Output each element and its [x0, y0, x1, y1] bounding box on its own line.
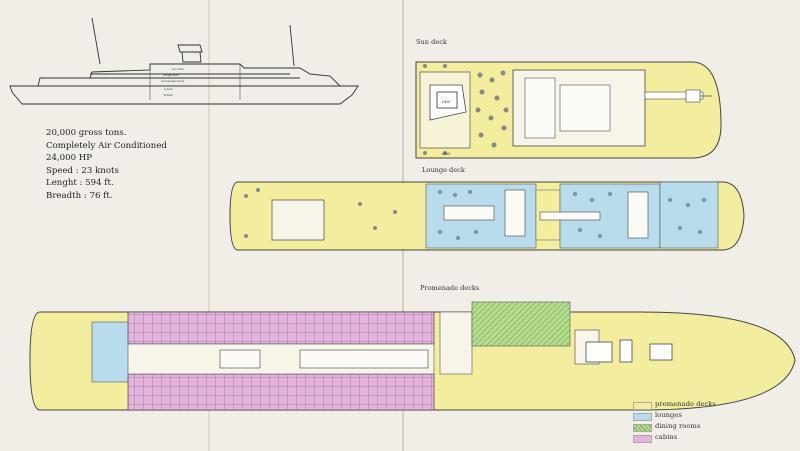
promenade-deck-plan [29, 301, 796, 411]
spec-length: Lenght : 594 ft. [46, 178, 114, 189]
plain-swatch-icon [633, 435, 652, 443]
lounge-3 [659, 181, 719, 249]
sun-deck-plan [415, 61, 722, 159]
plain-swatch-icon [633, 413, 652, 421]
spec-air-conditioned: Completely Air Conditioned [46, 140, 167, 151]
cabins-port [127, 311, 435, 345]
plain-swatch-icon [633, 402, 652, 410]
hull [9, 85, 359, 105]
profile-label-lounge: lounge deck [163, 73, 179, 77]
pool [436, 91, 458, 109]
promenade-deck-label: Promenade decks [420, 284, 480, 292]
lido-label-2: LIDO [442, 152, 451, 156]
profile-label-b: B deck [164, 93, 173, 97]
hatched-swatch-icon [633, 424, 652, 432]
profile-label-a: A deck [164, 87, 173, 91]
forward-mast [91, 17, 101, 65]
lounge-deck-plan [229, 181, 745, 251]
page-fold-left [208, 0, 210, 451]
spec-breadth: Breadth : 76 ft. [46, 190, 113, 201]
superstructure [37, 63, 341, 87]
ship-specifications: 20,000 gross tons. Completely Air Condit… [46, 127, 167, 203]
spec-horsepower: 24,000 HP [46, 153, 93, 164]
aft-lounge-structure [271, 199, 325, 241]
lido-label: LIDO [442, 100, 451, 104]
sun-deck-label: Sun deck [416, 38, 447, 46]
lounge-deck-label: Lounge deck [422, 166, 465, 174]
spec-speed: Speed : 23 knots [46, 165, 119, 176]
funnel [177, 44, 203, 53]
spec-gross-tons: 20,000 gross tons. [46, 128, 127, 138]
profile-label-sun: sun deck [172, 67, 184, 71]
ship-profile [9, 17, 359, 105]
cabins-starboard [127, 373, 435, 411]
dining-room [471, 301, 571, 347]
aft-mast [289, 24, 295, 67]
profile-label-promenade: promenade decks [161, 79, 185, 83]
